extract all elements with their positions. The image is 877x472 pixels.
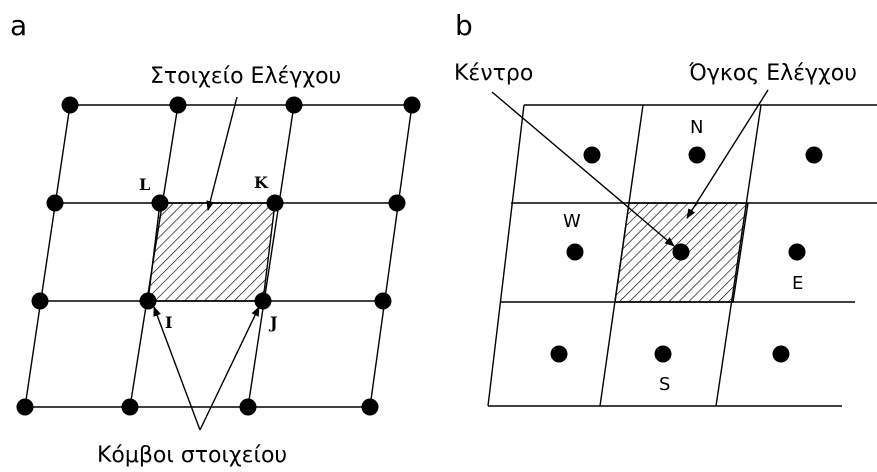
cell-center (772, 345, 790, 363)
grid-col-2 (599, 104, 644, 407)
mesh-node (16, 398, 34, 416)
control-element-label: Στοιχείο Ελέγχου (150, 64, 341, 89)
mesh-col-3 (247, 104, 295, 408)
mesh-node (169, 96, 187, 114)
center-label: Κέντρο (454, 61, 533, 86)
node-label-k: K (254, 173, 269, 192)
mesh-node (61, 96, 79, 114)
mesh-node (285, 96, 303, 114)
cell-center-p (672, 243, 690, 261)
mesh-node-k (266, 194, 284, 212)
mesh-col-4 (369, 104, 413, 408)
mesh-node (46, 194, 64, 212)
cell-center-e (788, 243, 806, 261)
grid-col-3 (715, 104, 762, 407)
panel-b-arrows (491, 89, 769, 247)
cell-center (550, 345, 568, 363)
control-volume-arrow (686, 89, 769, 219)
panel-b: b N W E S (454, 9, 877, 407)
cell-center-s (654, 345, 672, 363)
panel-a-nodes (16, 96, 421, 416)
mesh-node-i (139, 292, 157, 310)
panel-b-grid-lines (487, 104, 877, 407)
cell-center (583, 146, 601, 164)
mesh-node (403, 96, 421, 114)
mesh-col-2 (129, 104, 179, 408)
panel-a-arrows (153, 96, 260, 431)
node-label-j: J (268, 313, 278, 332)
panel-a-node-labels: L K I J (139, 173, 278, 332)
mesh-node-j (254, 292, 272, 310)
node-label-l: L (139, 175, 150, 194)
panel-a-mesh-lines (24, 104, 413, 408)
neighbor-label-n: N (690, 117, 703, 138)
mesh-node-l (151, 194, 169, 212)
grid-col-1 (487, 104, 525, 407)
mesh-node (121, 398, 139, 416)
mesh-node (361, 398, 379, 416)
neighbor-label-e: E (792, 273, 803, 294)
control-element-arrow (206, 96, 238, 211)
panel-a: a (10, 9, 421, 468)
panel-b-letter: b (455, 9, 473, 42)
mesh-node (374, 292, 392, 310)
mesh-col-1 (24, 104, 71, 408)
mesh-node (31, 292, 49, 310)
node-label-i: I (165, 313, 172, 332)
control-volume-label: Όγκος Ελέγχου (688, 61, 857, 86)
neighbor-label-s: S (659, 374, 670, 395)
panel-a-letter: a (10, 9, 27, 42)
panel-b-cell-centers (550, 146, 823, 363)
center-arrow (491, 91, 675, 247)
node-i-arrow (153, 306, 201, 431)
mesh-node (388, 194, 406, 212)
panel-b-neighbor-labels: N W E S (563, 117, 803, 395)
neighbor-label-w: W (563, 211, 581, 232)
cell-center-w (566, 243, 584, 261)
node-j-arrow (199, 306, 260, 431)
control-element-hatched (147, 202, 276, 302)
cell-center-n (688, 146, 706, 164)
mesh-node (239, 398, 257, 416)
element-nodes-label: Κόμβοι στοιχείου (97, 443, 287, 468)
cell-center (805, 146, 823, 164)
